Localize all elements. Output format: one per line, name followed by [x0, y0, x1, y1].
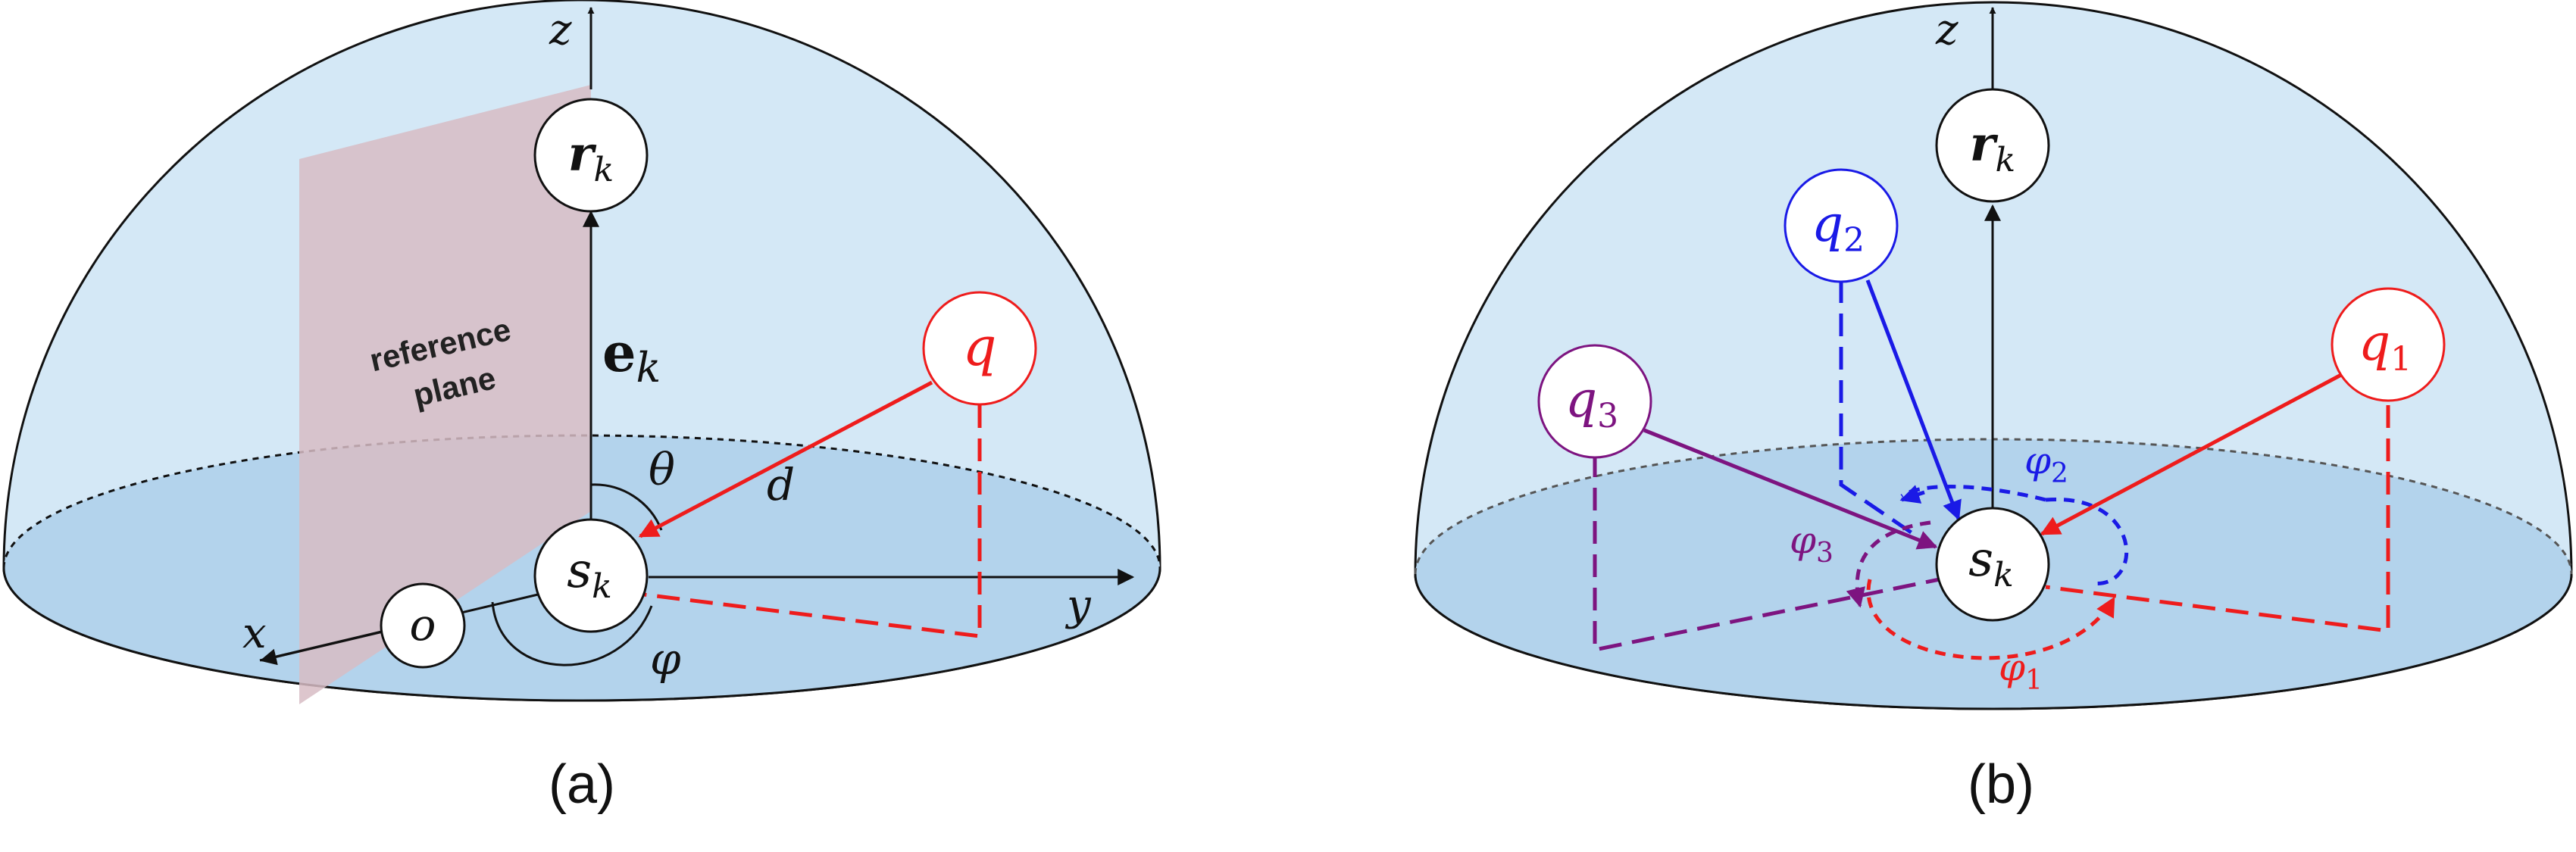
- distance-label: d: [767, 459, 795, 510]
- node-s-k: sk: [533, 518, 649, 633]
- svg-text:q2: q2: [1812, 195, 1865, 260]
- caption-b: (b): [1968, 754, 2034, 815]
- node-q2: q2: [1784, 168, 1899, 283]
- node-q3: q3: [1537, 344, 1652, 459]
- q-to-s-arrow: [638, 380, 933, 538]
- svg-text:o: o: [410, 599, 436, 651]
- svg-text:rk: rk: [568, 126, 614, 189]
- base-front-edge: [2, 567, 1161, 702]
- node-q: q: [922, 291, 1037, 406]
- q1-projection: [2045, 405, 2390, 633]
- q-projection: [643, 405, 982, 638]
- phi2-arc: [1900, 485, 2129, 585]
- phi3-label: φ3: [1790, 518, 1834, 569]
- base-front-edge-b: [1414, 573, 2573, 710]
- q2-projection: [1839, 280, 1926, 544]
- node-s-k-b: sk: [1935, 507, 2050, 622]
- phi2-arrowhead: [1899, 485, 1925, 504]
- svg-text:sk: sk: [1968, 532, 2014, 595]
- z-axis-label-b: z: [1935, 5, 1959, 55]
- phi3-arc: [1846, 520, 1931, 608]
- q2-to-s-arrow: [1865, 279, 1962, 521]
- q3-to-s-arrow: [1643, 428, 1938, 550]
- e-k-label: ek: [602, 321, 661, 392]
- caption-a: (a): [549, 754, 615, 815]
- svg-text:q: q: [963, 316, 997, 378]
- svg-text:q3: q3: [1565, 370, 1618, 435]
- node-r-k: rk: [533, 98, 649, 213]
- svg-text:q1: q1: [2359, 314, 2412, 379]
- phi-arc: [491, 601, 653, 666]
- q1-to-s-arrow: [2040, 373, 2343, 536]
- phi2-label: φ2: [2024, 438, 2068, 489]
- svg-text:rk: rk: [1970, 116, 2015, 179]
- svg-text:sk: sk: [567, 543, 612, 606]
- y-axis-label: y: [1064, 581, 1092, 630]
- phi-label: φ: [650, 633, 681, 685]
- reference-plane: [299, 85, 591, 704]
- panel-a: reference plane z ek y x θ φ d: [2, 0, 1161, 815]
- x-axis-ext: [259, 629, 387, 666]
- phi1-arc: [1866, 579, 2116, 660]
- panel-b: z φ1 φ2 φ3 rk: [1414, 1, 2573, 815]
- theta-label: θ: [649, 444, 675, 495]
- z-axis-label: z: [549, 5, 572, 55]
- node-q1: q1: [2331, 287, 2446, 402]
- node-r-k-b: rk: [1935, 88, 2050, 203]
- x-axis-label: x: [242, 609, 267, 658]
- node-o: o: [380, 582, 466, 669]
- phi1-label: φ1: [1999, 645, 2043, 696]
